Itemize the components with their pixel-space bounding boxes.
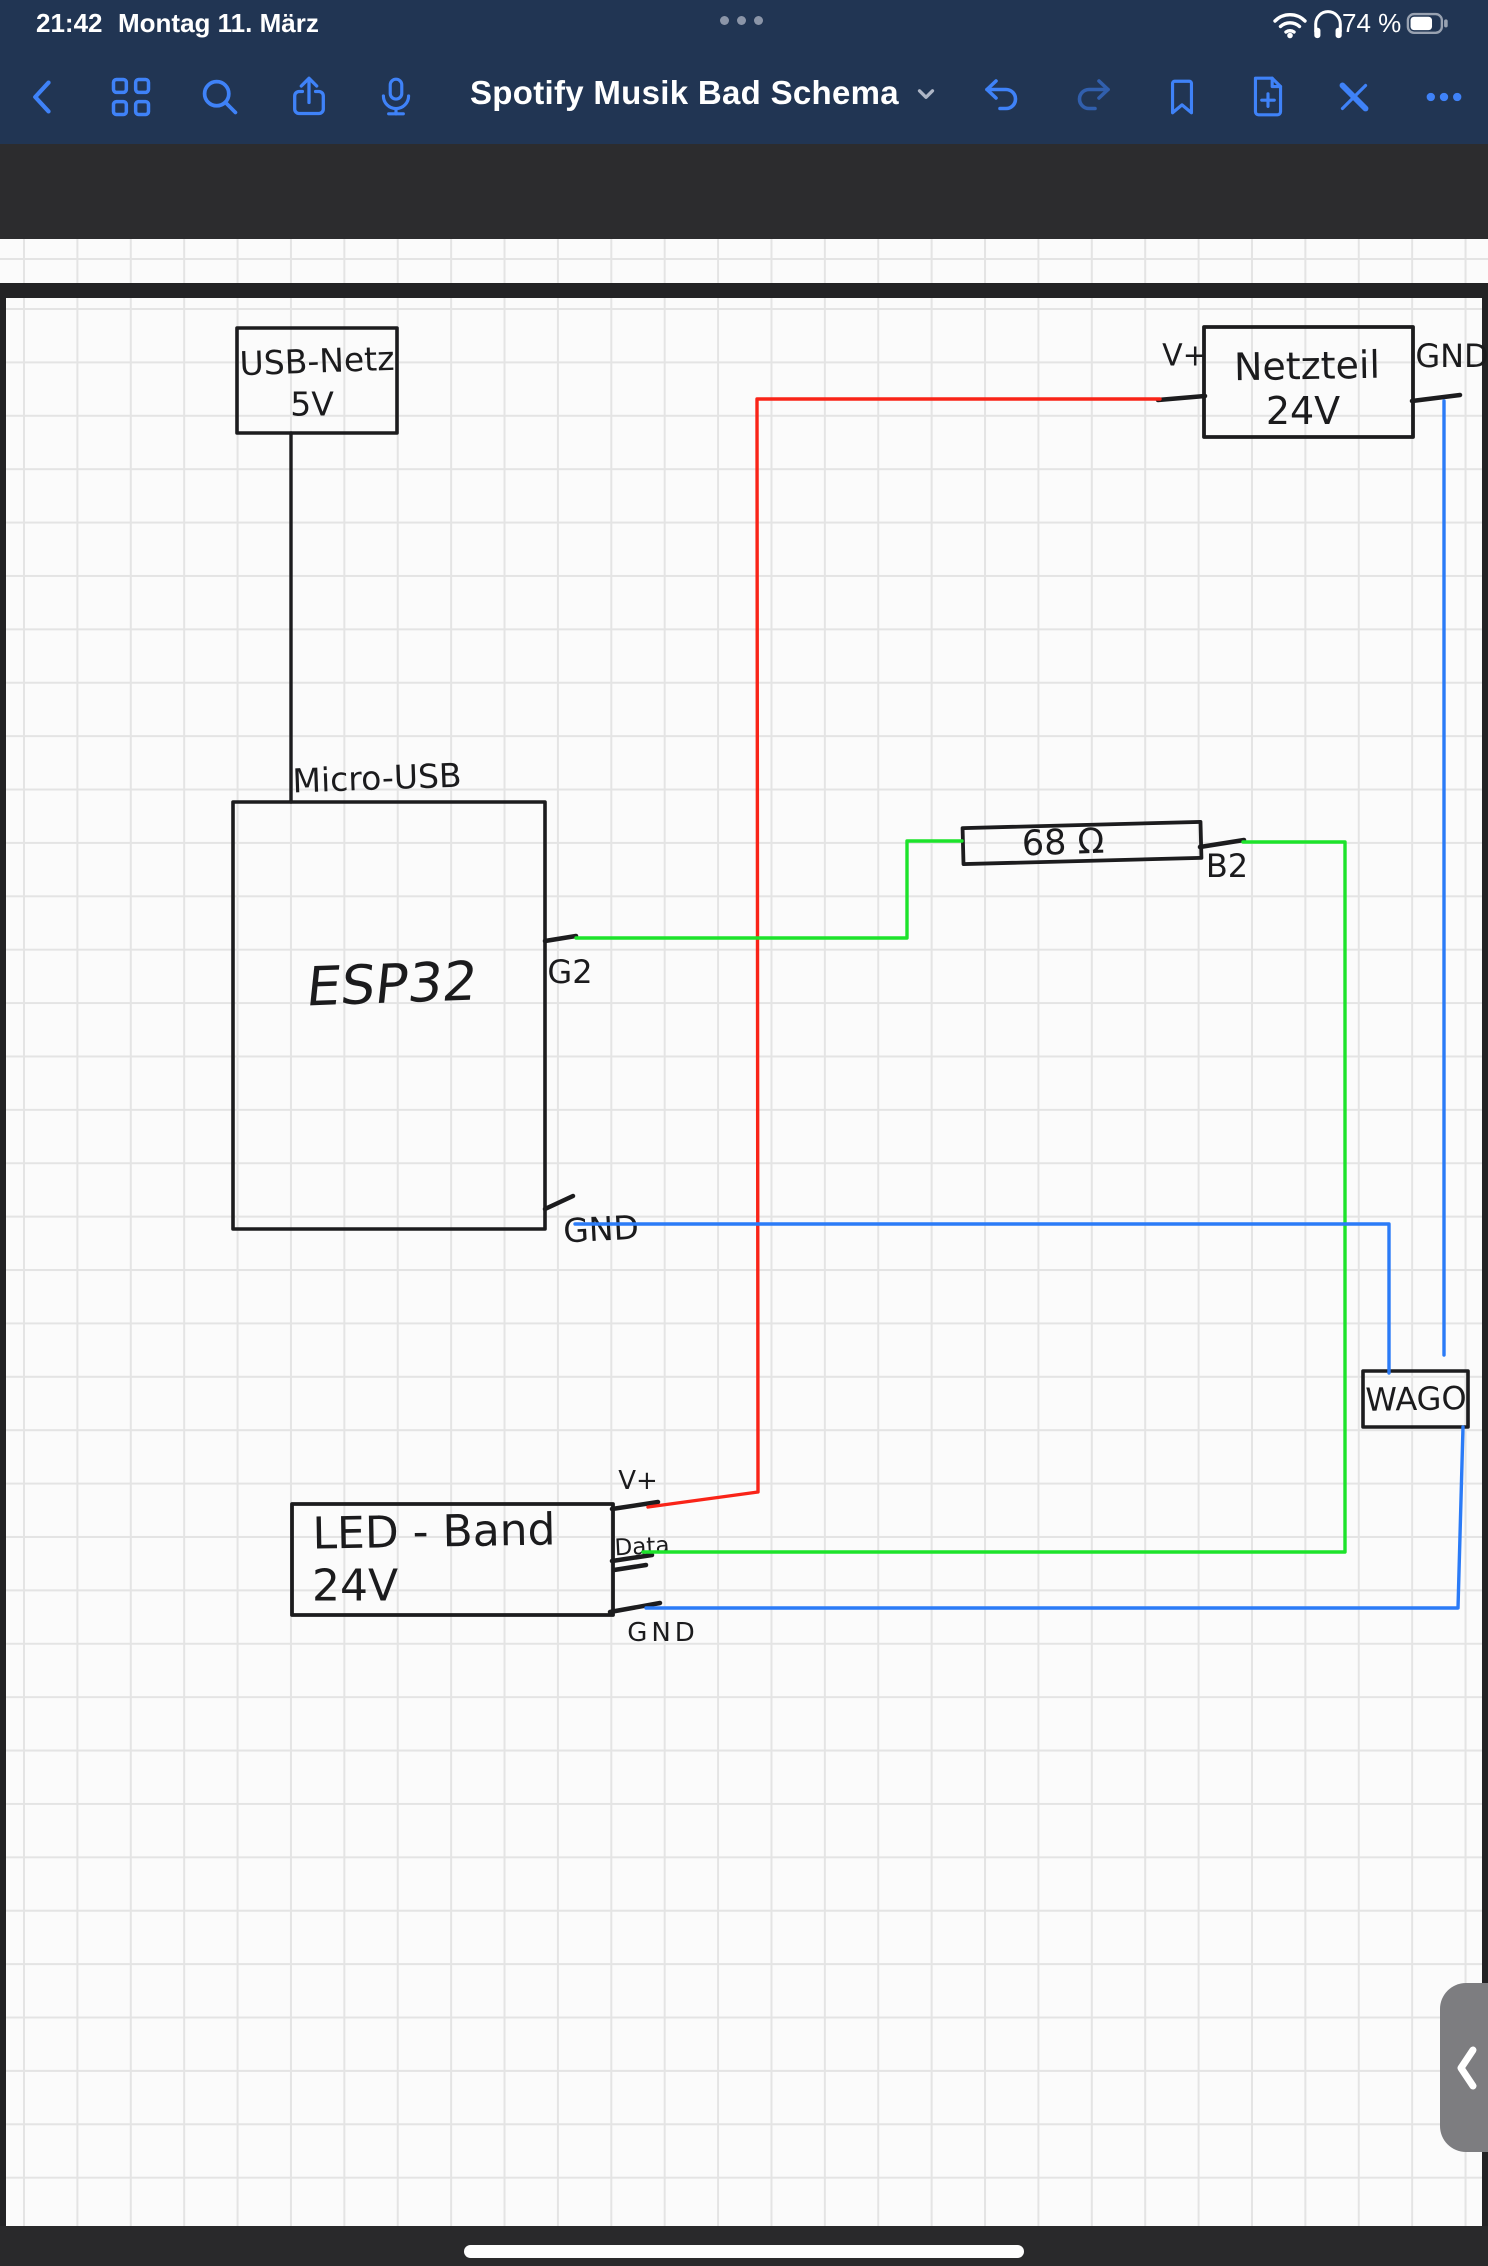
- home-indicator[interactable]: [464, 2245, 1024, 2258]
- drawing-toolbar: [0, 144, 1488, 371]
- label-netzteil-vplus: V+: [1162, 338, 1208, 374]
- label-b2-pin: B2: [1205, 847, 1249, 885]
- label-usb-netz: USB-Netz: [238, 338, 396, 384]
- page-left-edge: [0, 298, 6, 2226]
- label-led-data-pin: Data: [613, 1532, 671, 1562]
- bookmark-button[interactable]: [1154, 69, 1210, 125]
- previous-page-edge: [0, 239, 1488, 283]
- headphones-icon: [1310, 6, 1346, 45]
- label-resistor-value: 68 Ω: [1021, 821, 1105, 865]
- multitask-dots-icon[interactable]: [716, 12, 767, 30]
- redo-button[interactable]: [1064, 69, 1120, 125]
- back-button[interactable]: [15, 69, 71, 125]
- label-esp32: ESP32: [303, 949, 481, 1019]
- add-page-button[interactable]: [1240, 69, 1296, 125]
- document-title-text: Spotify Musik Bad Schema: [470, 74, 899, 111]
- clock: 21:42: [36, 8, 103, 38]
- undo-button[interactable]: [975, 69, 1031, 125]
- label-led-gnd-pin: GND: [627, 1618, 699, 1648]
- page-gap: [0, 283, 1488, 298]
- top-bar: 21:42 Montag 11. März 74 %: [0, 0, 1488, 144]
- search-button[interactable]: [192, 69, 248, 125]
- microphone-button[interactable]: [368, 69, 424, 125]
- page-right-edge: [1482, 298, 1488, 2226]
- document-title[interactable]: Spotify Musik Bad Schema: [470, 74, 939, 112]
- label-wago: WAGO: [1365, 1379, 1467, 1419]
- note-page-canvas[interactable]: [0, 298, 1488, 2226]
- wifi-icon: [1272, 6, 1308, 45]
- label-micro-usb: Micro-USB: [291, 755, 463, 801]
- date: Montag 11. März: [118, 8, 319, 38]
- label-g2-pin: G2: [547, 953, 593, 991]
- chevron-left-icon: [1457, 2046, 1477, 2089]
- close-icon[interactable]: [1326, 69, 1382, 125]
- share-button[interactable]: [281, 69, 337, 125]
- label-usb-5v: 5V: [290, 384, 334, 424]
- label-esp32-gnd-pin: GND: [562, 1207, 640, 1251]
- pages-grid-button[interactable]: [103, 69, 159, 125]
- label-led-vplus-pin: V+: [618, 1466, 658, 1496]
- battery-percent: 74 %: [1342, 8, 1402, 38]
- label-netzteil-24v: 24V: [1265, 389, 1341, 433]
- battery-icon: [1404, 6, 1452, 45]
- label-led-24v: 24V: [311, 1560, 399, 1612]
- label-netzteil-gnd: GND: [1415, 337, 1488, 375]
- title-chevron-down-icon: [917, 89, 935, 99]
- side-drawer-handle[interactable]: [1440, 1983, 1488, 2152]
- label-netzteil: Netzteil: [1233, 342, 1381, 390]
- label-led-band: LED - Band: [312, 1504, 556, 1560]
- more-options-button[interactable]: [1416, 69, 1472, 125]
